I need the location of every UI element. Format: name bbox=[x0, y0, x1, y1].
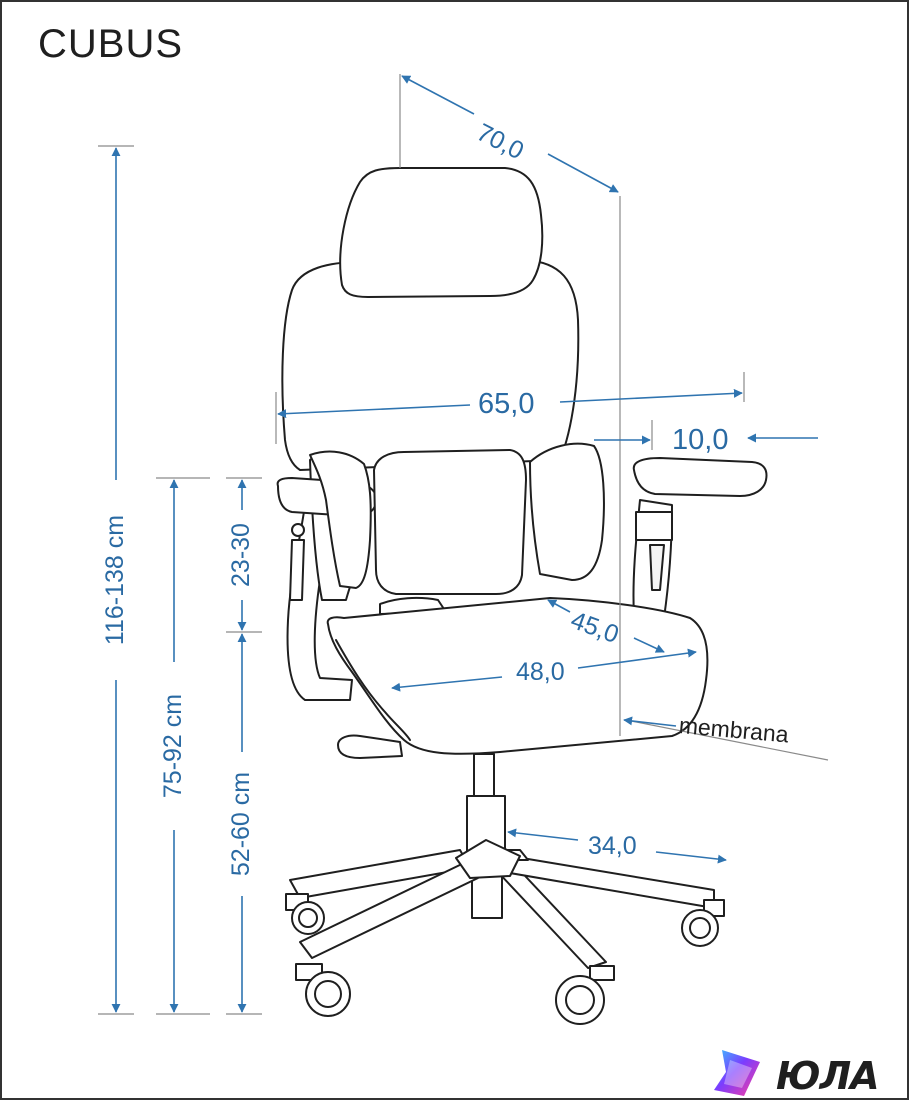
label-backrest-adjust: 23-30 bbox=[227, 523, 255, 587]
label-height-total: 116-138 cm bbox=[101, 514, 129, 646]
label-base-radius: 34,0 bbox=[588, 832, 637, 860]
seat-depth-arrow bbox=[547, 599, 571, 613]
seat bbox=[326, 597, 709, 755]
brand-name: ЮЛА bbox=[776, 1054, 880, 1098]
gas-lift-upper bbox=[473, 753, 495, 797]
dimension-arrows bbox=[111, 75, 818, 1013]
lumbar-center bbox=[373, 449, 527, 595]
product-title: CUBUS bbox=[38, 22, 184, 66]
yula-logo-icon bbox=[714, 1050, 760, 1096]
base-hub bbox=[455, 839, 521, 879]
width-arrow bbox=[277, 404, 471, 419]
lumbar-left bbox=[309, 450, 372, 589]
lumbar-right bbox=[529, 442, 605, 581]
label-armrest-height: 75-92 cm bbox=[159, 693, 187, 799]
base-radius-arrow bbox=[507, 828, 579, 841]
depth-arrow bbox=[401, 75, 475, 115]
right-armrest-pad bbox=[632, 457, 768, 497]
caster-left-front bbox=[295, 963, 351, 1017]
guide-lines bbox=[98, 74, 829, 1015]
membrana-pointer bbox=[623, 716, 677, 727]
caster-left-back bbox=[285, 893, 325, 935]
caster-front bbox=[555, 965, 615, 1025]
label-seat-width: 48,0 bbox=[516, 658, 565, 686]
seat-width-arrow bbox=[391, 676, 503, 692]
headrest bbox=[339, 167, 544, 298]
label-width-total: 65,0 bbox=[478, 388, 535, 420]
brand-badge: ЮЛА bbox=[710, 1046, 909, 1100]
caster-right bbox=[681, 899, 725, 947]
chair-outline bbox=[276, 167, 768, 1025]
label-seat-height: 52-60 cm bbox=[227, 771, 255, 877]
label-armrest-offset: 10,0 bbox=[672, 424, 729, 456]
